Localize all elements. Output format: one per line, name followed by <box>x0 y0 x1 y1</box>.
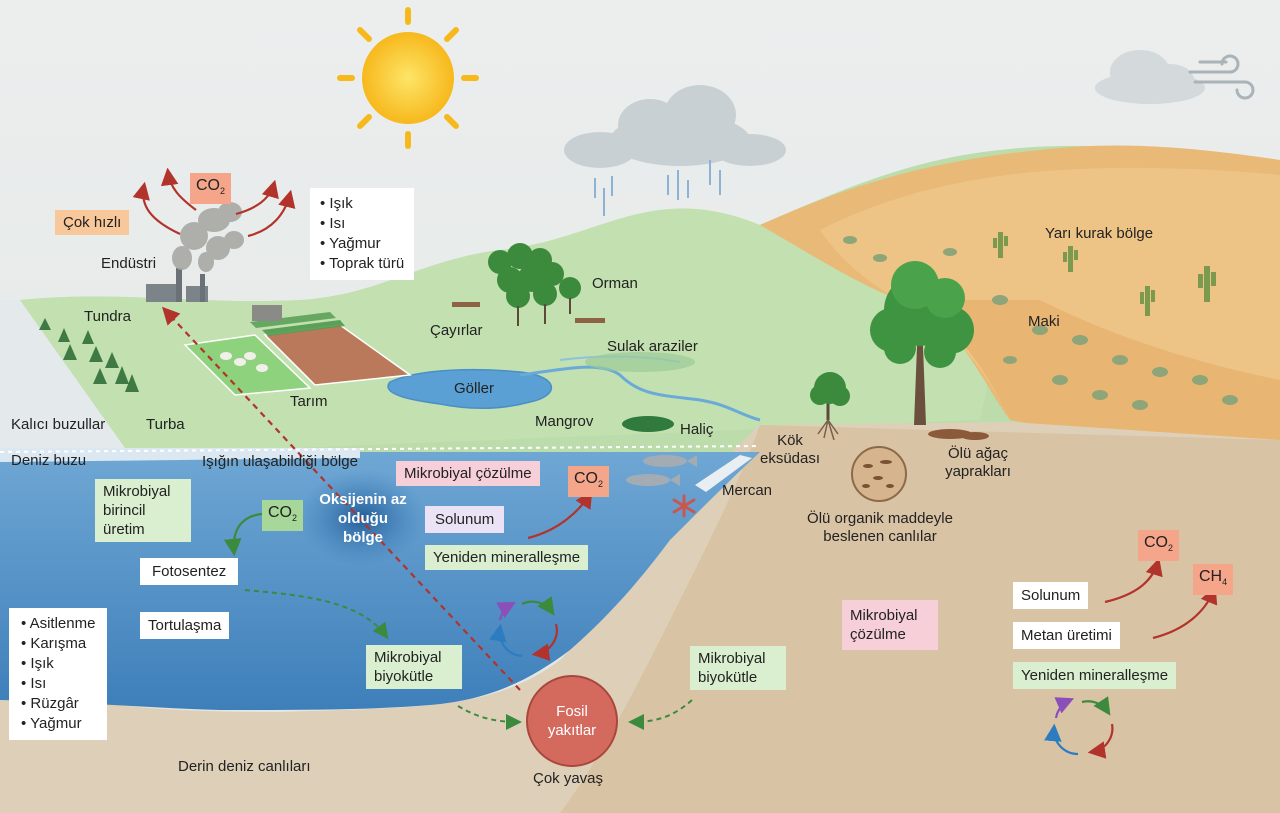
ch4-text: CH <box>1199 568 1223 585</box>
label-tundra: Tundra <box>84 308 131 325</box>
land-factor-heat: Isı <box>320 214 404 234</box>
label-coral: Mercan <box>722 482 773 499</box>
label-grasslands: Çayırlar <box>430 322 483 339</box>
label-maquis: Maki <box>1028 313 1060 330</box>
detritivore-icon <box>851 446 907 502</box>
label-semi-arid: Yarı kurak bölge <box>1045 225 1154 242</box>
land-factor-rain: Yağmur <box>320 234 404 254</box>
co2-text: CO <box>1144 534 1168 551</box>
label-photic-zone: Işığın ulaşabildiği bölge <box>202 453 358 470</box>
label-lakes: Göller <box>454 380 495 397</box>
label-root-exudate: Kök eksüdası <box>760 432 821 467</box>
land-respiration-box: Solunum <box>1013 582 1089 609</box>
very-fast-box: Çok hızlı <box>55 210 130 235</box>
sedimentation-box: Tortulaşma <box>140 612 230 639</box>
land-biomass-box: Mikrobiyal biyokütle <box>690 646 786 690</box>
co2-text: CO <box>196 177 220 194</box>
co2-text: CO <box>268 504 292 521</box>
sea-factor-heat: Isı <box>21 674 95 694</box>
co2-subscript: 2 <box>598 479 604 490</box>
factory-icon <box>146 268 208 302</box>
sea-factor-light: Işık <box>21 654 95 674</box>
land-factor-soil: Toprak türü <box>320 254 404 274</box>
label-sea-ice: Deniz buzu <box>11 452 87 469</box>
starfish-icon <box>672 494 696 518</box>
primary-production-box: Mikrobiyal birincil üretim <box>95 479 191 542</box>
co2-subscript: 2 <box>220 186 226 197</box>
low-oxygen-label: Oksijenin az olduğu bölge <box>319 491 407 546</box>
land-remineralization-box: Yeniden mineralleşme <box>1013 662 1177 689</box>
ocean-remineralization-box: Yeniden mineralleşme <box>425 545 589 570</box>
ocean-decomposition-box: Mikrobiyal çözülme <box>396 461 540 486</box>
sun-icon <box>337 7 479 149</box>
label-very-slow: Çok yavaş <box>533 770 604 787</box>
rain-cloud-icon <box>564 85 786 216</box>
co2-subscript: 2 <box>1168 543 1174 554</box>
big-tree-icon <box>870 261 974 425</box>
sea-factor-wind: Rüzgâr <box>21 694 95 714</box>
label-permafrost: Kalıcı buzullar <box>11 416 106 433</box>
label-estuary: Haliç <box>680 421 714 438</box>
land-factors-box: Işık Isı Yağmur Toprak türü <box>310 188 415 280</box>
co2-industry-box: CO2 <box>190 173 232 205</box>
sea-factor-acidification: Asitlenme <box>21 614 96 634</box>
co2-land-box: CO2 <box>1138 530 1180 562</box>
land-factor-light: Işık <box>320 194 404 214</box>
sea-factor-rain: Yağmur <box>21 714 95 734</box>
photosynthesis-box: Fotosentez <box>140 558 239 585</box>
ch4-subscript: 4 <box>1222 577 1228 588</box>
ocean-biomass-box: Mikrobiyal biyokütle <box>366 645 462 689</box>
label-deep-sea: Derin deniz canlıları <box>178 758 311 775</box>
land-decomposition-box: Mikrobiyal çözülme <box>842 600 938 650</box>
cloud-icon <box>1095 50 1205 104</box>
ch4-land-box: CH4 <box>1193 564 1234 596</box>
co2-ocean-green-box: CO2 <box>262 500 304 532</box>
co2-subscript: 2 <box>292 513 298 524</box>
label-wetlands: Sulak araziler <box>607 338 698 355</box>
ocean-respiration-box: Solunum <box>425 506 505 533</box>
label-dead-leaves: Ölü ağaç yaprakları <box>945 445 1011 480</box>
label-forest: Orman <box>592 275 638 292</box>
wind-icon <box>1188 54 1255 100</box>
label-industry: Endüstri <box>101 255 157 272</box>
co2-text: CO <box>574 470 598 487</box>
fossil-fuels-circle: Fosil yakıtlar <box>526 675 618 767</box>
small-tree-icon <box>810 372 850 441</box>
methanogenesis-box: Metan üretimi <box>1013 622 1120 649</box>
label-peat: Turba <box>146 416 185 433</box>
fish-icon <box>626 455 697 486</box>
fossil-fuels-label: Fosil yakıtlar <box>547 703 597 739</box>
label-mangrove: Mangrov <box>535 413 594 430</box>
sea-factor-mixing: Karışma <box>21 634 95 654</box>
label-detritivores: Ölü organik maddeyle beslenen canlılar <box>807 510 953 545</box>
smoke-icon <box>172 202 244 272</box>
sea-factors-box: Asitlenme Karışma Işık Isı Rüzgâr Yağmur <box>9 608 108 740</box>
label-agriculture: Tarım <box>290 393 328 410</box>
co2-ocean-box: CO2 <box>568 466 610 498</box>
